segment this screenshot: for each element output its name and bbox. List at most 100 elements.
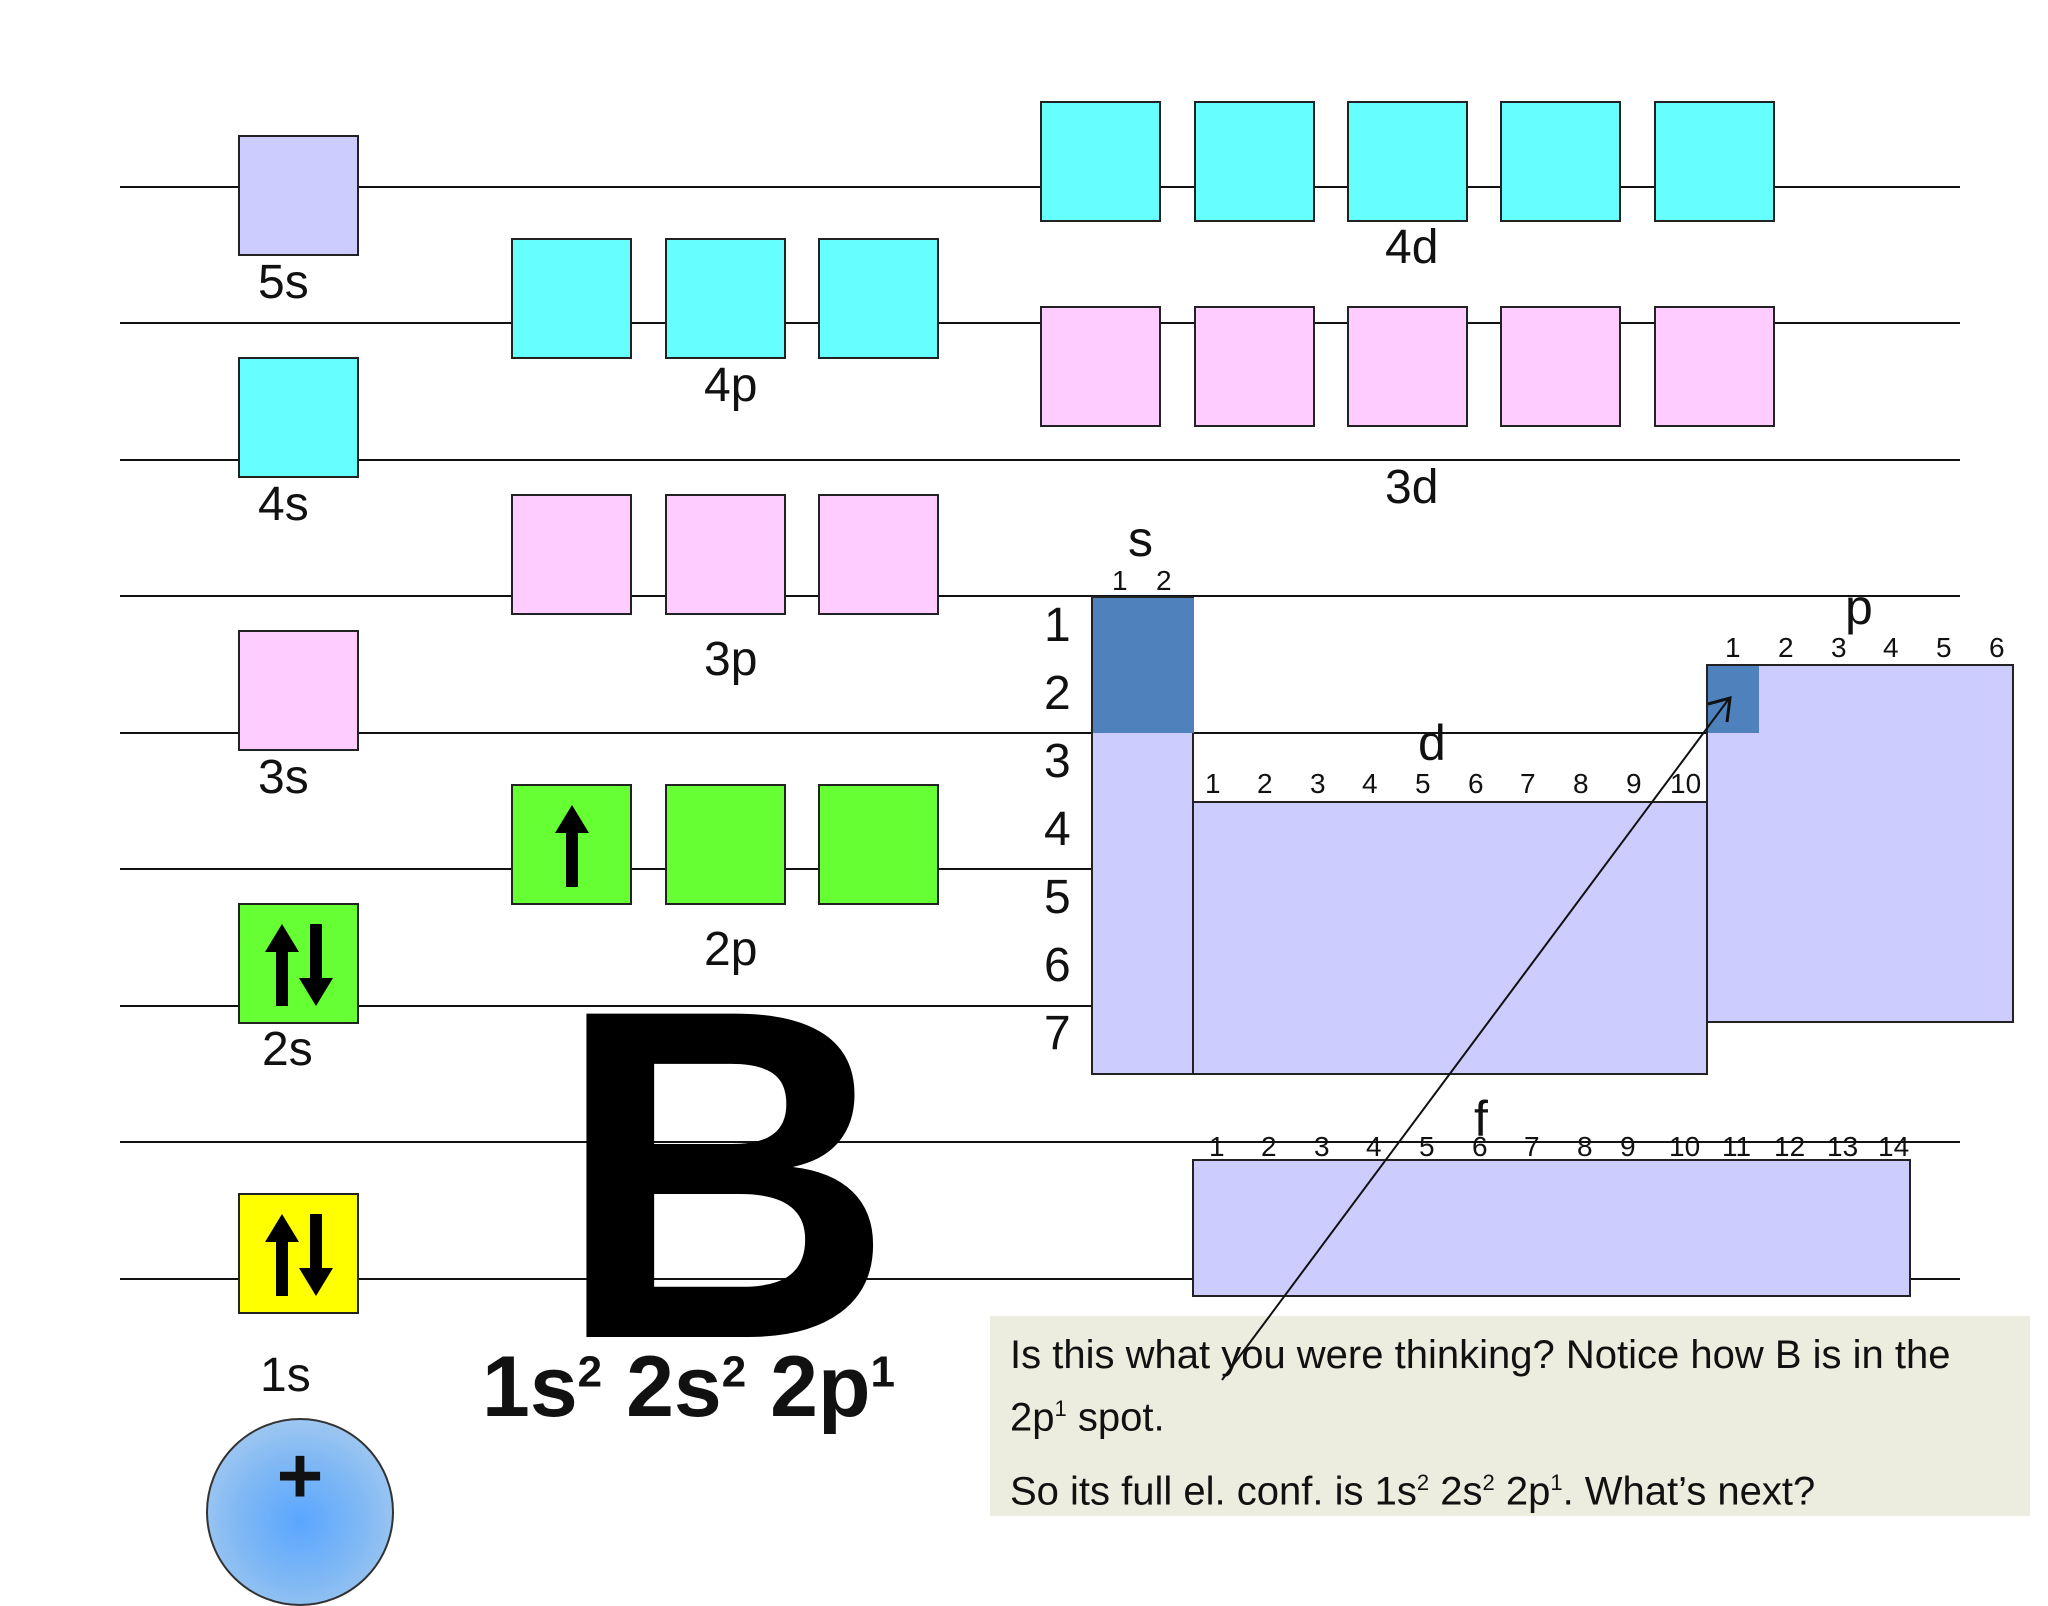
f-col-7: 7 (1524, 1131, 1540, 1162)
orbital-label-3d: 3d (1385, 461, 1439, 514)
f-col-11: 11 (1722, 1131, 1752, 1162)
period-5: 5 (1044, 871, 1071, 924)
note-line-2-c: 2p (1494, 1469, 1551, 1514)
spin-up-down-arrows-icon (264, 923, 333, 1006)
energy-line-2s (120, 1005, 1960, 1007)
orbital-label-3p: 3p (704, 633, 758, 686)
f-col-13: 13 (1827, 1131, 1859, 1162)
element-symbol: B (555, 912, 895, 1437)
f-col-5: 5 (1419, 1131, 1435, 1162)
config-exp-2p: 1 (870, 1347, 895, 1397)
s-col-1: 1 (1112, 565, 1128, 596)
nucleus: + (206, 1418, 394, 1606)
s-col-2: 2 (1156, 565, 1172, 596)
plus-icon: + (276, 1431, 324, 1520)
orbital-box-4p-2 (665, 238, 786, 359)
period-3: 3 (1044, 735, 1071, 788)
note-line-2-a: So its full el. conf. is 1s (1010, 1469, 1417, 1514)
d-block (1192, 801, 1708, 1075)
f-block-label: f (1474, 1091, 1488, 1147)
orbital-label-2p: 2p (704, 923, 758, 976)
d-col-5: 5 (1415, 768, 1431, 799)
orbital-label-1s: 1s (260, 1349, 311, 1402)
d-block-label: d (1418, 715, 1446, 771)
orbital-box-3p-2 (665, 494, 786, 615)
period-7: 7 (1044, 1007, 1071, 1060)
note-line-2: So its full el. conf. is 1s2 2s2 2p1. Wh… (1010, 1456, 2010, 1518)
config-exp-1s: 2 (577, 1347, 603, 1397)
f-col-4: 4 (1366, 1131, 1382, 1162)
note-line-1-text: Is this what you were thinking? Notice h… (1010, 1333, 1951, 1440)
orbital-box-3d-1 (1040, 306, 1161, 427)
spin-up-down-arrows-icon (264, 1213, 333, 1296)
orbital-box-3p-3 (818, 494, 939, 615)
period-2: 2 (1044, 667, 1071, 720)
note-line-1-end: spot. (1066, 1395, 1165, 1440)
orbital-box-4s (238, 357, 359, 478)
d-col-6: 6 (1468, 768, 1484, 799)
orbital-label-4s: 4s (258, 478, 309, 531)
d-col-10: 10 (1670, 768, 1702, 799)
f-col-10: 10 (1669, 1131, 1701, 1162)
energy-line-3p (120, 595, 1960, 597)
note-line-2-sup-3: 1 (1550, 1470, 1563, 1496)
s-block-filled-cells (1093, 598, 1194, 733)
d-col-4: 4 (1362, 768, 1378, 799)
config-part-1s: 1s (482, 1339, 578, 1435)
note-line-2-sup-2: 2 (1482, 1470, 1495, 1496)
orbital-box-5s (238, 135, 359, 256)
p-col-5: 5 (1936, 632, 1952, 663)
s-block-label: s (1128, 511, 1153, 567)
note-line-2-b: 2s (1429, 1469, 1483, 1514)
electron-configuration: 1s2 2s2 2p1 (482, 1338, 895, 1437)
p-col-6: 6 (1989, 632, 2005, 663)
orbital-label-4d: 4d (1385, 221, 1439, 274)
energy-line-f (120, 1141, 1960, 1143)
orbital-box-2p-3 (818, 784, 939, 905)
d-col-8: 8 (1573, 768, 1589, 799)
orbital-box-3s (238, 630, 359, 751)
d-col-3: 3 (1310, 768, 1326, 799)
f-col-6: 6 (1472, 1131, 1488, 1162)
explanation-callout: Is this what you were thinking? Notice h… (990, 1316, 2030, 1516)
f-col-9: 9 (1620, 1131, 1636, 1162)
pointer-arrow (1221, 695, 1732, 1381)
p-col-4: 4 (1883, 632, 1899, 663)
note-line-1: Is this what you were thinking? Notice h… (1010, 1328, 2010, 1444)
orbital-box-4d-2 (1194, 101, 1315, 222)
orbital-label-5s: 5s (258, 256, 309, 309)
config-part-2p: 2p (770, 1339, 871, 1435)
orbital-box-3d-2 (1194, 306, 1315, 427)
spin-up-arrow-icon (554, 804, 589, 887)
d-col-1: 1 (1205, 768, 1221, 799)
d-col-9: 9 (1626, 768, 1642, 799)
orbital-label-2s: 2s (262, 1023, 313, 1076)
orbital-box-4p-1 (511, 238, 632, 359)
energy-line-1s (120, 1278, 1960, 1280)
orbital-box-3d-4 (1500, 306, 1621, 427)
energy-line-4s (120, 459, 1960, 461)
f-col-14: 14 (1878, 1131, 1910, 1162)
p-block-label: p (1845, 579, 1873, 635)
p-col-2: 2 (1778, 632, 1794, 663)
orbital-box-4d-4 (1500, 101, 1621, 222)
orbital-box-3d-3 (1347, 306, 1468, 427)
orbital-box-2p-2 (665, 784, 786, 905)
f-col-2: 2 (1261, 1131, 1277, 1162)
orbital-label-4p: 4p (704, 359, 758, 412)
p-col-3: 3 (1831, 632, 1847, 663)
period-4: 4 (1044, 803, 1071, 856)
orbital-box-1s (238, 1193, 359, 1314)
orbital-box-4d-5 (1654, 101, 1775, 222)
d-col-2: 2 (1257, 768, 1273, 799)
note-line-2-d: . What’s next? (1562, 1469, 1816, 1514)
orbital-box-4p-3 (818, 238, 939, 359)
orbital-box-3d-5 (1654, 306, 1775, 427)
d-col-7: 7 (1520, 768, 1536, 799)
note-line-1-sup: 1 (1054, 1396, 1067, 1421)
orbital-box-4d-1 (1040, 101, 1161, 222)
f-col-1: 1 (1209, 1131, 1225, 1162)
f-col-12: 12 (1774, 1131, 1806, 1162)
period-6: 6 (1044, 939, 1071, 992)
p-block-filled-cell (1708, 666, 1759, 733)
